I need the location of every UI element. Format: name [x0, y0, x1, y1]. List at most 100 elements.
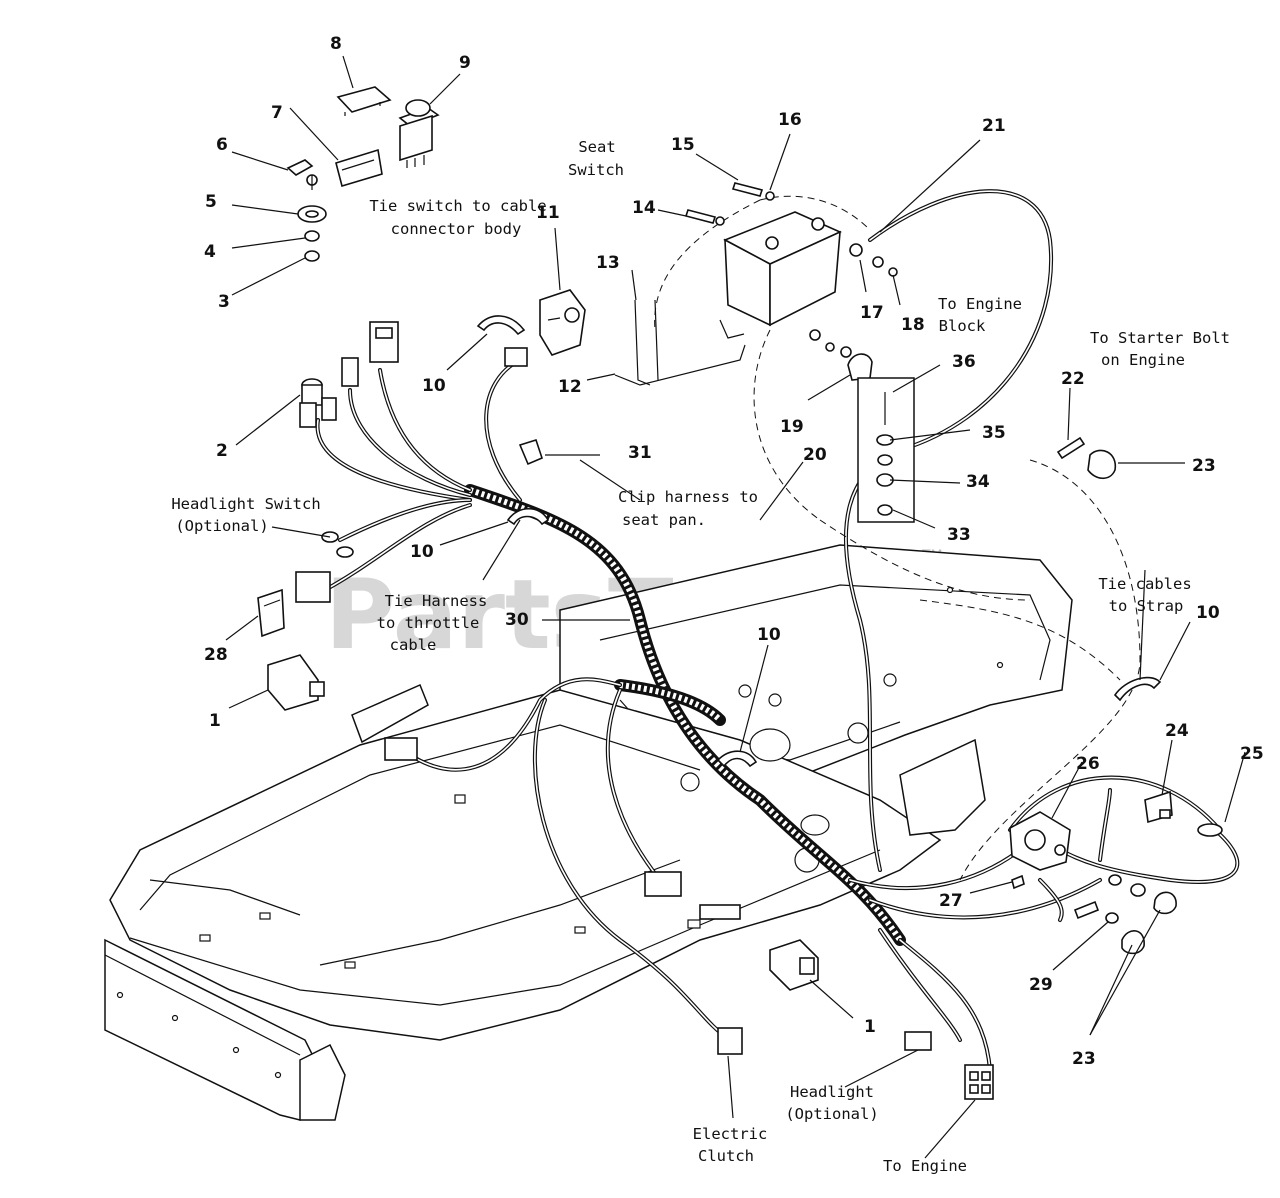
starter-bolt-22 — [1056, 436, 1086, 460]
callout-7: 7 — [271, 103, 283, 123]
hold-down-rods-13 — [614, 299, 746, 386]
nut-27 — [1130, 883, 1146, 897]
label-tie-harness-2: to throttle — [377, 614, 480, 632]
left-bracket — [351, 684, 429, 744]
cable-tie-10a — [476, 315, 526, 336]
label-engine-block-2: Block — [939, 317, 986, 335]
callout-14: 14 — [632, 198, 656, 218]
label-headlight-1: Headlight — [790, 1083, 874, 1101]
label-tie-switch-1: Tie switch to cable — [369, 197, 546, 215]
right-bracket — [899, 738, 986, 836]
callout-13: 13 — [596, 253, 620, 273]
connector-small-2 — [299, 402, 317, 428]
callout-4: 4 — [204, 242, 216, 262]
label-tie-cables-1: Tie cables — [1098, 575, 1191, 593]
callout-35: 35 — [982, 423, 1006, 443]
callout-12: 12 — [558, 377, 582, 397]
label-starter-bolt-1: To Starter Bolt — [1090, 329, 1230, 347]
cable-tie-10b — [506, 507, 550, 526]
cable-tie-10d — [1113, 676, 1162, 702]
callout-16: 16 — [778, 110, 802, 130]
engine-connector — [964, 1064, 994, 1100]
connector-plug-top — [369, 321, 399, 363]
callout-10a: 10 — [422, 376, 446, 396]
label-electric-clutch-1: Electric — [693, 1125, 768, 1143]
label-seat-switch-2: Switch — [568, 161, 624, 179]
label-clip-harness-2: seat pan. — [622, 511, 706, 529]
connector-small-3 — [321, 397, 337, 421]
label-to-engine: To Engine — [883, 1157, 967, 1175]
label-tie-harness-3: cable — [390, 636, 437, 654]
callout-5: 5 — [205, 192, 217, 212]
bezel-nut-5 — [297, 205, 327, 223]
label-tie-harness-1: Tie Harness — [385, 592, 488, 610]
headlight-switch-connector — [295, 571, 331, 603]
headlight-connector — [904, 1031, 932, 1051]
wiring-harness — [315, 189, 1240, 1072]
callout-25: 25 — [1240, 744, 1264, 764]
screw-27 — [1011, 874, 1025, 890]
callout-3: 3 — [218, 292, 230, 312]
cable-tie-10c — [716, 750, 758, 768]
battery-nut-16 — [765, 191, 775, 201]
relay-switch-24 — [1144, 790, 1173, 824]
terminal-boot-23c — [1121, 930, 1145, 955]
callout-9: 9 — [459, 53, 471, 73]
text-labels: Seat Switch Tie switch to cable connecto… — [171, 138, 1230, 1175]
callout-23b: 23 — [1072, 1049, 1096, 1069]
label-headlight-switch-1: Headlight Switch — [171, 495, 320, 513]
nut-3 — [304, 250, 320, 262]
seat-switch-connector — [504, 347, 528, 367]
electric-clutch-connector — [717, 1027, 743, 1055]
callout-23a: 23 — [1192, 456, 1216, 476]
terminal-washer-17c — [825, 342, 835, 352]
starter-solenoid-26 — [1009, 811, 1071, 871]
battery-bolt-14 — [684, 209, 725, 226]
terminal-boot-19 — [847, 353, 873, 381]
callout-1b: 1 — [864, 1017, 876, 1037]
callout-33: 33 — [947, 525, 971, 545]
callout-30: 30 — [505, 610, 529, 630]
label-seat-switch-1: Seat — [578, 138, 615, 156]
leader-lines — [225, 55, 1246, 1159]
callout-29: 29 — [1029, 975, 1053, 995]
terminal-bolt-17b — [809, 329, 821, 341]
callout-31: 31 — [628, 443, 652, 463]
label-clip-harness-1: Clip harness to — [618, 488, 758, 506]
lock-washer-4 — [304, 230, 320, 242]
callout-24: 24 — [1165, 721, 1189, 741]
terminal-boot-23b — [1153, 891, 1177, 915]
callout-11: 11 — [536, 203, 560, 223]
callout-17: 17 — [860, 303, 884, 323]
label-tie-switch-2: connector body — [391, 220, 522, 238]
seat-switch-11 — [539, 289, 586, 356]
callout-26: 26 — [1076, 754, 1100, 774]
harness-clip-31 — [518, 439, 543, 466]
callout-8: 8 — [330, 34, 342, 54]
callout-1a: 1 — [209, 711, 221, 731]
deck-connector-left — [384, 737, 418, 761]
battery — [723, 211, 842, 327]
key-switch-7 — [335, 148, 383, 188]
bolt-29 — [1073, 900, 1100, 920]
engine-block-inset — [857, 377, 915, 523]
relay-lead-25 — [1197, 823, 1223, 837]
label-electric-clutch-2: Clutch — [698, 1147, 754, 1165]
label-headlight-switch-2: (Optional) — [175, 517, 268, 535]
callout-22: 22 — [1061, 369, 1085, 389]
terminal-nut-18b — [888, 267, 898, 277]
terminal-boot-23a — [1087, 449, 1116, 480]
callout-numbers: 8 9 7 6 5 4 3 11 13 15 16 14 21 17 18 12… — [204, 34, 1264, 1069]
label-headlight-2: (Optional) — [785, 1105, 878, 1123]
washer-27 — [1108, 874, 1122, 886]
callout-10d: 10 — [1196, 603, 1220, 623]
push-switch-9 — [398, 99, 440, 168]
connector-small-1 — [341, 357, 359, 387]
callout-10c: 10 — [757, 625, 781, 645]
parts — [257, 86, 1223, 1100]
side-rail — [299, 1043, 346, 1121]
callout-19: 19 — [780, 417, 804, 437]
washer-29 — [1105, 912, 1119, 924]
